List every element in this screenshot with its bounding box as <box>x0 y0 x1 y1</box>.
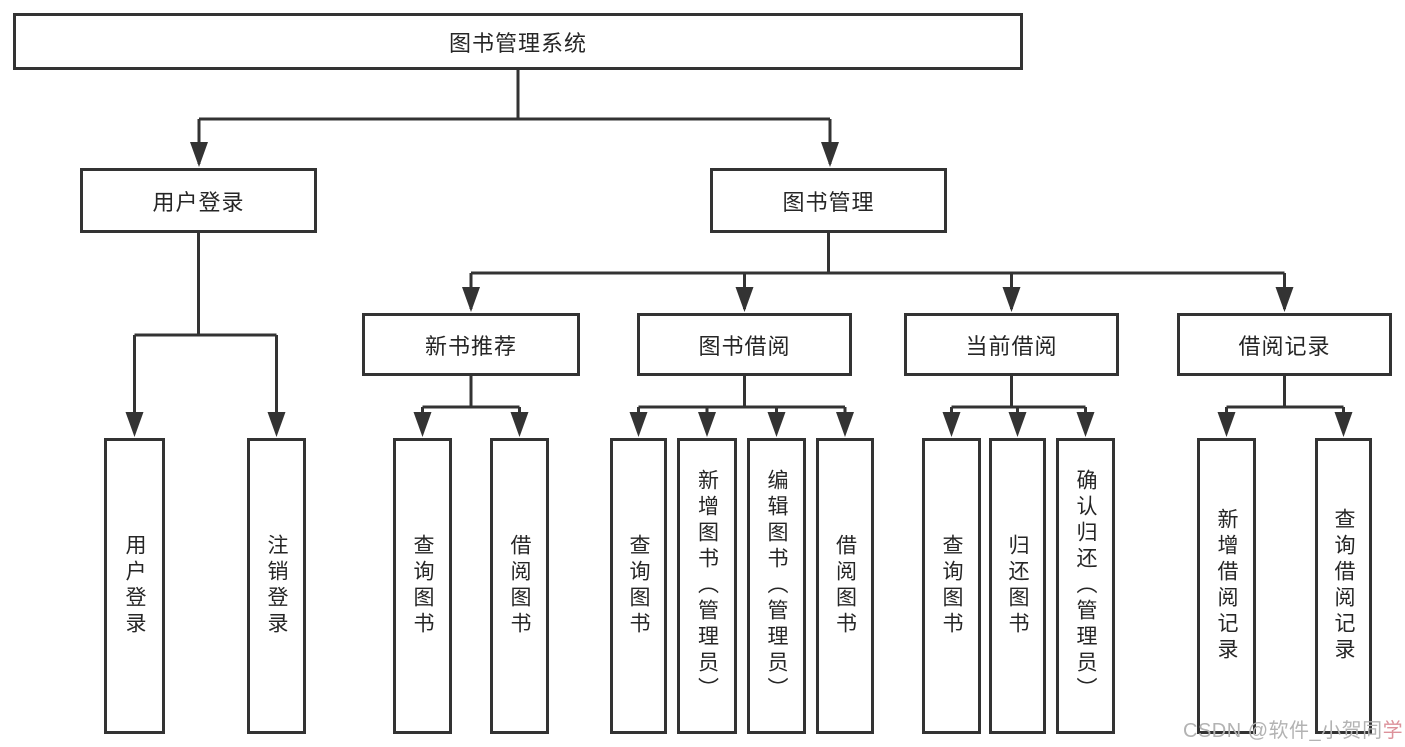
leaf-borrow-books-borrow: 借阅图书 <box>816 438 874 734</box>
leaf-logout: 注销登录 <box>247 438 306 734</box>
node-user-login-label: 用户登录 <box>152 189 245 215</box>
leaf-query-books-borrow-label: 查询图书 <box>627 534 650 638</box>
leaf-borrow-books-borrow-label: 借阅图书 <box>833 534 857 638</box>
csdn-watermark: CSDN @软件_小贺同学 <box>1183 714 1403 743</box>
csdn-watermark-text: CSDN @软件_小贺同 <box>1183 720 1383 742</box>
leaf-confirm-return-admin-label: 确认归还（管理员） <box>1074 469 1097 703</box>
leaf-query-books-borrow: 查询图书 <box>610 438 667 734</box>
leaf-add-borrow-record: 新增借阅记录 <box>1197 438 1256 734</box>
leaf-add-book-admin-label: 新增图书（管理员） <box>695 469 719 703</box>
leaf-return-book-label: 归还图书 <box>1006 534 1029 638</box>
leaf-user-login-label: 用户登录 <box>123 534 146 638</box>
leaf-return-book: 归还图书 <box>989 438 1046 734</box>
leaf-edit-book-admin: 编辑图书（管理员） <box>747 438 806 734</box>
leaf-query-books-current-label: 查询图书 <box>940 534 963 638</box>
node-book-management: 图书管理 <box>710 168 947 233</box>
csdn-watermark-accent: 学 <box>1382 720 1404 742</box>
leaf-query-books-recommend: 查询图书 <box>393 438 452 734</box>
node-book-borrow-label: 图书借阅 <box>698 333 791 359</box>
leaf-add-borrow-record-label: 新增借阅记录 <box>1215 508 1238 664</box>
leaf-query-books-recommend-label: 查询图书 <box>411 534 434 638</box>
leaf-query-borrow-record: 查询借阅记录 <box>1315 438 1372 734</box>
node-user-login: 用户登录 <box>80 168 317 233</box>
leaf-borrow-books-recommend: 借阅图书 <box>490 438 549 734</box>
node-new-book-recommend-label: 新书推荐 <box>424 333 517 359</box>
leaf-query-books-current: 查询图书 <box>922 438 981 734</box>
leaf-logout-label: 注销登录 <box>265 534 288 638</box>
leaf-user-login: 用户登录 <box>104 438 165 734</box>
leaf-confirm-return-admin: 确认归还（管理员） <box>1056 438 1115 734</box>
node-current-borrow: 当前借阅 <box>904 313 1119 376</box>
leaf-edit-book-admin-label: 编辑图书（管理员） <box>765 469 788 703</box>
node-borrow-records: 借阅记录 <box>1177 313 1392 376</box>
node-current-borrow-label: 当前借阅 <box>965 333 1058 359</box>
leaf-borrow-books-recommend-label: 借阅图书 <box>508 534 531 638</box>
node-new-book-recommend: 新书推荐 <box>362 313 580 376</box>
leaf-query-borrow-record-label: 查询借阅记录 <box>1332 508 1355 664</box>
node-root: 图书管理系统 <box>13 13 1023 70</box>
node-book-management-label: 图书管理 <box>782 189 875 215</box>
node-root-label: 图书管理系统 <box>448 30 587 56</box>
node-borrow-records-label: 借阅记录 <box>1238 333 1331 359</box>
node-book-borrow: 图书借阅 <box>637 313 852 376</box>
leaf-add-book-admin: 新增图书（管理员） <box>677 438 737 734</box>
